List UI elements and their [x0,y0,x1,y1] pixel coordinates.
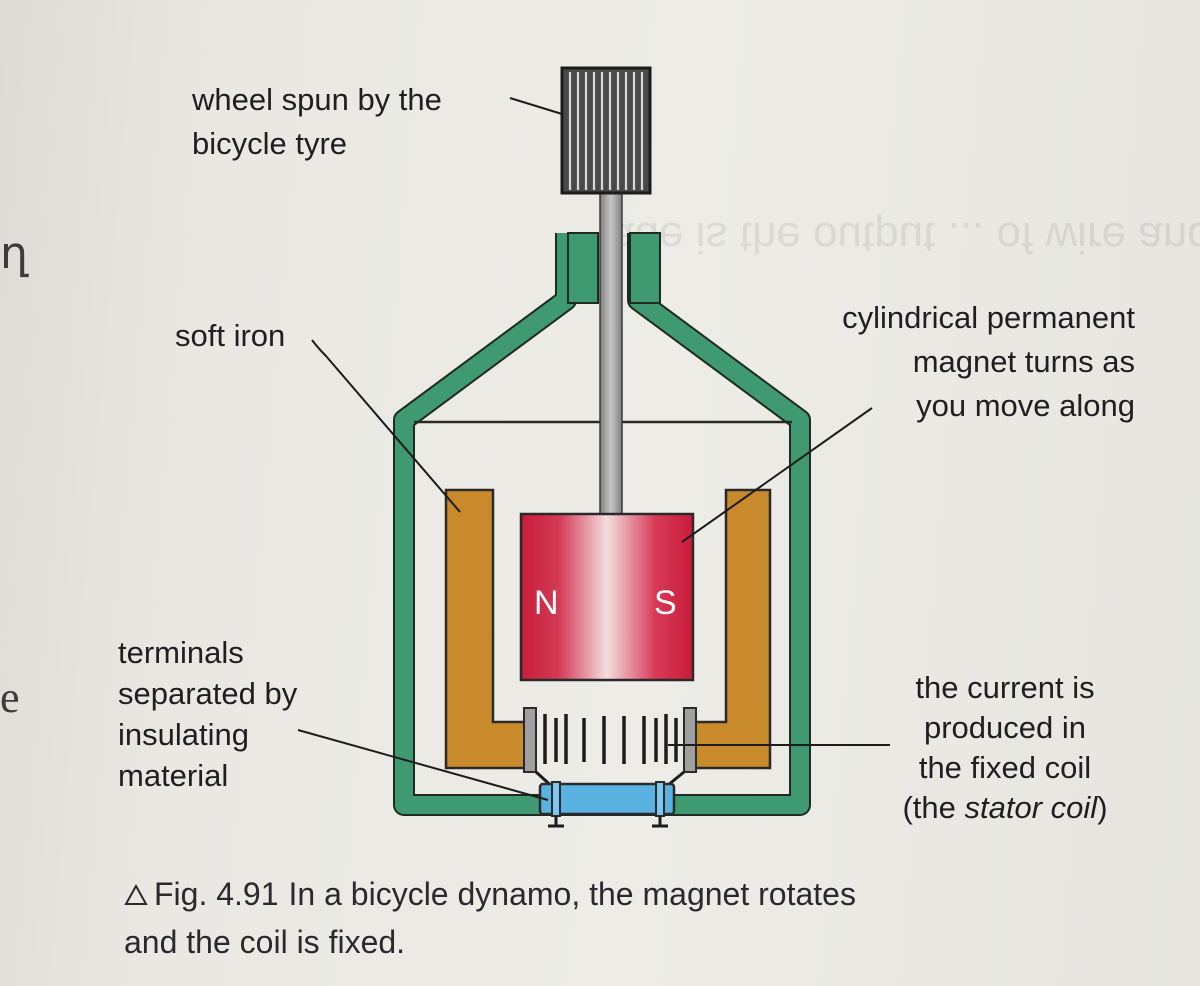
leader-magnet [681,407,873,543]
label-current-line3: the fixed coil [918,750,1092,785]
label-wheel: wheel spun by the bicycle tyre [192,78,442,166]
stator-prefix: (the [902,790,965,825]
figure-number: Fig. 4.91 [154,876,279,912]
caption-text-line2: and the coil is fixed. [124,924,406,960]
label-terminals-line3: insulating [118,717,249,752]
leader-soft-iron [311,339,461,513]
label-wheel-line1: wheel spun by the [192,82,442,117]
bearing-right [629,232,661,304]
label-terminals: terminals separated by insulating materi… [118,632,297,796]
label-terminals-line4: material [118,758,229,793]
label-magnet-line1: cylindrical permanent [842,300,1135,335]
label-wheel-line2: bicycle tyre [192,126,348,161]
wheel-knurling [568,72,644,190]
margin-glyph-top: ղ [0,229,28,278]
caption-text-line1: In a bicycle dynamo, the magnet rotates [288,876,856,912]
triangle-icon [124,883,148,905]
coil-plate-right [683,707,697,773]
north-pole-label: N [534,584,559,622]
label-terminals-line2: separated by [118,676,298,711]
label-current-line4: (the stator coil) [880,788,1130,828]
leader-wheel [509,97,563,115]
bearing-left [567,232,599,304]
label-current-line1: the current is [915,670,1095,705]
south-pole-label: S [654,584,677,622]
label-current-line2: produced in [923,710,1086,745]
insulating-block [538,782,676,816]
stator-italic: stator coil [964,790,1098,825]
permanent-magnet [519,512,695,682]
leader-terminals [297,729,549,801]
shaft [599,191,623,519]
terminal-right [655,781,665,817]
soft-iron-right [688,488,772,770]
soft-iron-left [444,488,528,770]
label-terminals-line1: terminals [118,635,244,670]
stator-suffix: ) [1097,790,1108,825]
label-magnet-line2: magnet turns as [912,344,1135,379]
label-magnet-line3: you move along [916,388,1135,423]
label-soft-iron: soft iron [175,318,286,353]
coil-plate-left [523,707,537,773]
terminal-left [551,781,561,817]
wheel [560,66,652,195]
margin-glyph-middle: e [0,673,20,722]
label-current: the current is produced in the fixed coi… [880,668,1130,828]
label-magnet: cylindrical permanent magnet turns as yo… [785,296,1135,428]
stator-coil-windings [543,714,678,764]
